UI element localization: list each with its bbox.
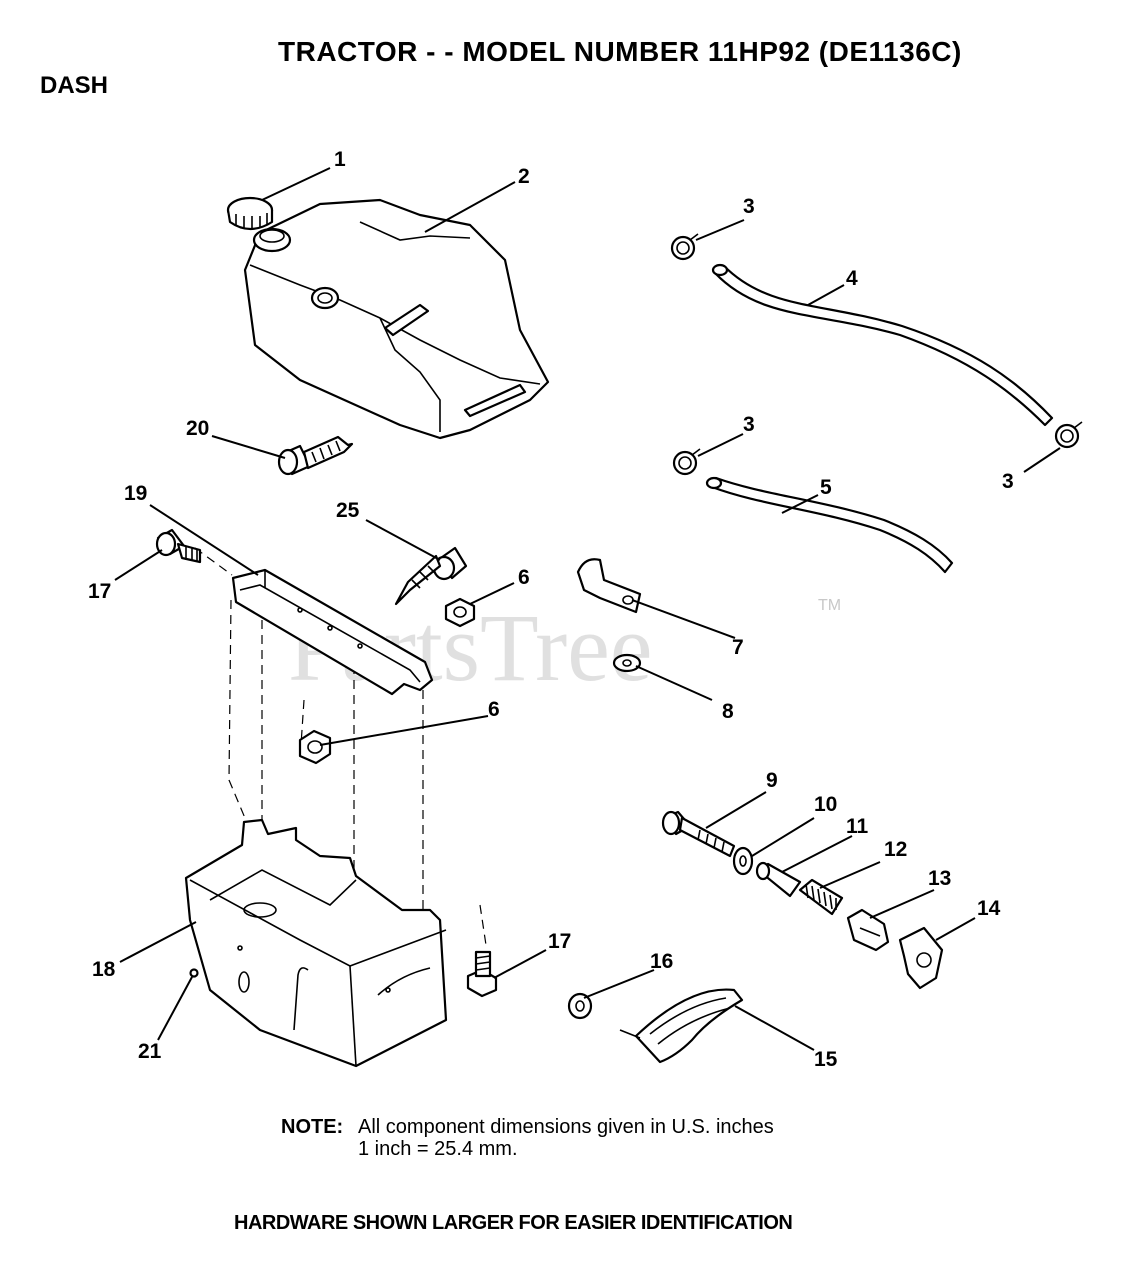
callout-9: 9 bbox=[766, 769, 778, 792]
note-label: NOTE: bbox=[281, 1116, 344, 1138]
section-label: DASH bbox=[40, 72, 109, 99]
note-line-1: All component dimensions given in U.S. i… bbox=[358, 1116, 774, 1138]
callout-25: 25 bbox=[336, 499, 360, 522]
part-15-indicator-plate bbox=[619, 988, 744, 1064]
part-3-hose-clamp-b bbox=[672, 448, 701, 476]
part-1-gas-cap bbox=[226, 196, 274, 231]
part-9-bolt bbox=[661, 810, 736, 858]
watermark-tm: TM bbox=[818, 597, 841, 614]
part-11-spacer bbox=[755, 861, 802, 898]
note-line-2: 1 inch = 25.4 mm. bbox=[358, 1138, 518, 1160]
part-6-nut-lower bbox=[298, 729, 332, 765]
part-5-fuel-hose bbox=[705, 476, 954, 574]
part-25-screw bbox=[394, 546, 468, 606]
callout-1: 1 bbox=[334, 148, 346, 171]
part-3-hose-clamp-c bbox=[1054, 421, 1083, 449]
part-20-screw bbox=[277, 435, 354, 476]
callout-19: 19 bbox=[124, 482, 147, 505]
part-6-nut-upper bbox=[444, 597, 476, 628]
part-17-bolt-lower bbox=[466, 950, 498, 998]
callout-13: 13 bbox=[928, 867, 951, 890]
part-13-clip bbox=[846, 908, 890, 952]
leader-lines bbox=[114, 167, 1061, 1051]
part-21-pin bbox=[189, 968, 199, 978]
part-16-nut bbox=[567, 992, 593, 1020]
part-18-lower-panel bbox=[184, 818, 448, 1068]
callout-6-upper: 6 bbox=[518, 566, 530, 589]
part-10-washer bbox=[732, 846, 754, 876]
part-12-spring bbox=[798, 878, 844, 916]
part-19-bracket bbox=[231, 568, 434, 696]
callout-7: 7 bbox=[732, 636, 744, 659]
callout-10: 10 bbox=[814, 793, 837, 816]
callout-11: 11 bbox=[846, 815, 869, 838]
callout-4: 4 bbox=[846, 267, 858, 290]
part-3-hose-clamp-a bbox=[670, 233, 699, 261]
callout-5: 5 bbox=[820, 476, 832, 499]
callout-3-middle: 3 bbox=[743, 413, 755, 436]
callout-17-upper: 17 bbox=[88, 580, 111, 603]
part-4-fuel-hose bbox=[711, 263, 1054, 427]
callout-15: 15 bbox=[814, 1048, 838, 1071]
callout-12: 12 bbox=[884, 838, 907, 861]
callout-3-top: 3 bbox=[743, 195, 755, 218]
part-2-dash-housing bbox=[243, 198, 550, 440]
callout-17-lower: 17 bbox=[548, 930, 571, 953]
callout-20: 20 bbox=[186, 417, 209, 440]
callout-6-lower: 6 bbox=[488, 698, 500, 721]
callout-numbers: 1 2 3 4 3 3 5 20 19 25 6 17 7 8 6 9 10 1… bbox=[88, 148, 1014, 1071]
part-14-bracket bbox=[898, 926, 944, 990]
callout-21: 21 bbox=[138, 1040, 162, 1063]
part-17-bolt-upper bbox=[155, 528, 202, 564]
callout-18: 18 bbox=[92, 958, 116, 981]
callout-14: 14 bbox=[977, 897, 1001, 920]
callout-3-right: 3 bbox=[1002, 470, 1014, 493]
callout-8: 8 bbox=[722, 700, 734, 723]
callout-2: 2 bbox=[518, 165, 530, 188]
callout-16: 16 bbox=[650, 950, 673, 973]
diagram-title: TRACTOR - - MODEL NUMBER 11HP92 (DE1136C… bbox=[278, 36, 962, 67]
part-8-washer bbox=[612, 653, 642, 673]
footer-note: HARDWARE SHOWN LARGER FOR EASIER IDENTIF… bbox=[234, 1212, 793, 1234]
